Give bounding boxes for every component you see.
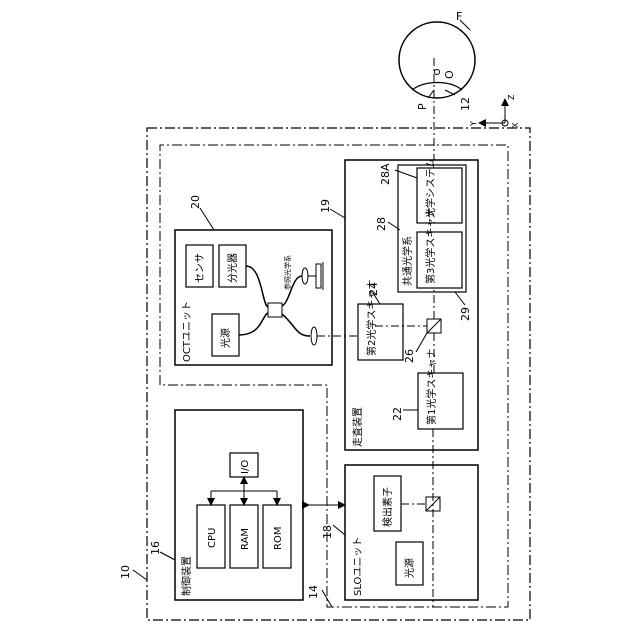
slo-unit-title: SLOユニット: [353, 537, 364, 596]
label-axis-x: X: [511, 122, 520, 128]
leader-19: [330, 209, 345, 218]
leader-10: [133, 570, 147, 580]
leader-18: [333, 525, 345, 535]
light-source-slo-label: 光源: [403, 558, 416, 578]
controller-title: 制御装置: [180, 556, 193, 596]
label-19: 19: [319, 199, 332, 213]
first-scanner-label: 第1光学スキャナ: [425, 349, 438, 425]
optical-system-box: [417, 168, 462, 223]
eye-lens-arc: [412, 83, 462, 91]
detector-label: 検出素子: [381, 487, 394, 527]
reference-optics-label: 参照光学系: [283, 255, 292, 290]
label-22: 22: [391, 407, 404, 421]
ram-label: RAM: [240, 528, 251, 550]
scanner-title: 走査装置: [351, 407, 364, 447]
label-axis-z: Z: [507, 94, 516, 100]
label-axis-y: Y: [469, 121, 478, 127]
first-scanner-box: [418, 373, 463, 429]
sensor-label: センサ: [194, 253, 206, 283]
reference-lens: [302, 268, 308, 284]
rom-label: ROM: [273, 527, 284, 550]
splitter-label: 分光器: [226, 253, 239, 283]
common-optics-label: 共通光学系: [401, 236, 414, 286]
label-28a: 28A: [379, 163, 392, 185]
label-26: 26: [403, 349, 416, 363]
label-10: 10: [119, 565, 132, 579]
label-28: 28: [375, 217, 388, 231]
label-18: 18: [321, 525, 334, 539]
leader-29: [455, 292, 465, 305]
leader-16: [160, 552, 175, 560]
second-scanner-label: 第2光学スキャナ: [365, 280, 378, 356]
fiber-to-source: [239, 313, 268, 335]
collimator-lens: [311, 327, 317, 345]
label-f: F: [456, 10, 462, 23]
fiber-to-sensor: [246, 266, 268, 307]
third-scanner-label: 第3光学スキャナ: [424, 208, 437, 284]
eye-circle: [399, 22, 475, 98]
io-label: I/O: [240, 460, 251, 474]
label-20: 20: [189, 195, 202, 209]
light-source-oct-label: 光源: [219, 328, 232, 348]
label-14: 14: [307, 585, 320, 599]
label-16: 16: [149, 541, 162, 555]
label-29: 29: [459, 307, 472, 321]
label-o: O: [443, 70, 456, 79]
oct-unit-title: OCTユニット: [182, 301, 193, 362]
second-scanner-box: [358, 304, 403, 360]
leader-26: [416, 333, 427, 352]
eye-pupil-dot: [435, 70, 440, 75]
reference-mirror: [316, 264, 321, 288]
fiber-to-sample: [282, 314, 310, 336]
label-12: 12: [459, 97, 472, 111]
cpu-label: CPU: [207, 528, 218, 548]
fiber-coupler: [268, 303, 282, 317]
label-p: P: [416, 103, 429, 110]
leader-20: [200, 208, 214, 230]
third-scanner-box: [417, 232, 462, 288]
leader-12: [445, 90, 455, 95]
